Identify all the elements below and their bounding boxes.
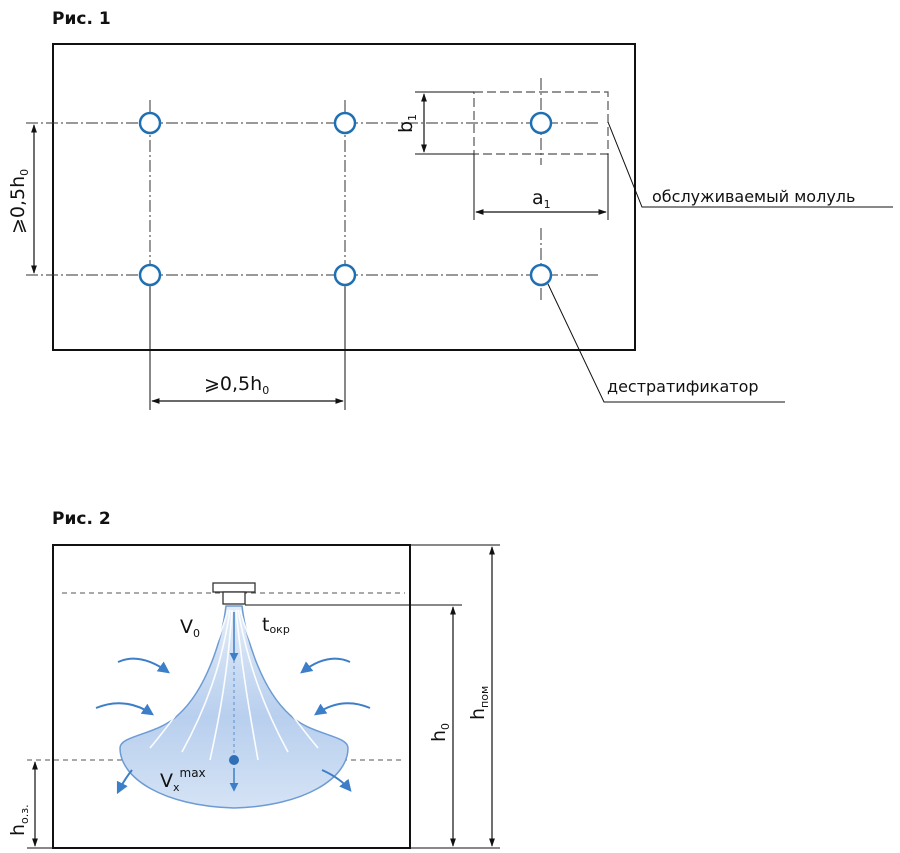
- destratifier-1: [138, 111, 162, 135]
- dim-h-work-label: hо.з.: [7, 804, 31, 836]
- dim-b1-label: b1: [395, 114, 419, 133]
- label-vx-max: Vxmax: [160, 766, 206, 794]
- dim-h-room-label: hпом: [467, 686, 491, 720]
- air-plume: [119, 605, 349, 809]
- destratifier-5: [333, 263, 357, 287]
- destratifier-unit: [212, 582, 256, 593]
- axis-lines: [26, 78, 600, 300]
- destratifier-2: [333, 111, 357, 135]
- callout-destrat-leader: [547, 283, 785, 403]
- dim-vertical-label: ⩾0,5h0: [7, 169, 31, 234]
- callout-module-label: обслуживаемый молуль: [652, 187, 855, 206]
- room-section-outline: [52, 544, 411, 849]
- fig1-title: Рис. 1: [52, 9, 111, 29]
- destratifier-6: [529, 263, 553, 287]
- callout-module-leader: [607, 121, 893, 208]
- dim-horizontal-label: ⩾0,5h0: [204, 373, 269, 397]
- destratifier-markers: [138, 111, 553, 287]
- measure-point: [229, 755, 239, 765]
- plume-streamlines: [149, 609, 319, 761]
- room-plan-outline: [52, 43, 636, 351]
- label-t-env: tокр: [262, 614, 290, 636]
- callout-destrat-label: дестратификатор: [607, 377, 759, 396]
- destratifier-3: [529, 111, 553, 135]
- inflow-arrows: [95, 657, 371, 795]
- destratifier-4: [138, 263, 162, 287]
- dim-a1-label: a1: [532, 187, 551, 211]
- label-v0: V0: [180, 616, 200, 640]
- fig2-title: Рис. 2: [52, 509, 111, 529]
- dim-h0-label: h0: [428, 723, 452, 742]
